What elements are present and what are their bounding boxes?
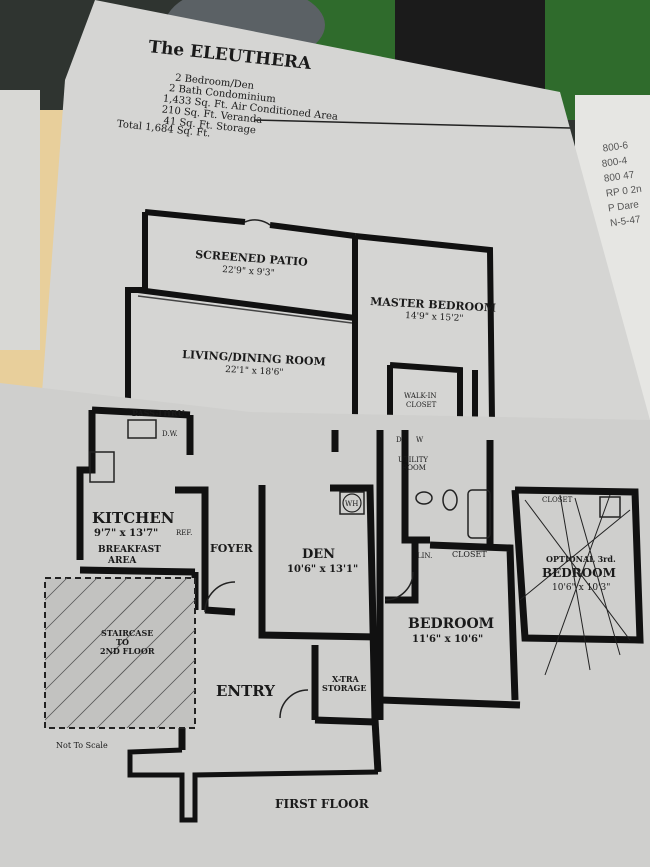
kitchen-sink: [127, 419, 157, 439]
foyer-label: FOYER: [210, 542, 254, 555]
staircase-label: STAIRCASE: [101, 628, 153, 638]
linen-label: LIN.: [417, 552, 432, 560]
optional-bedroom-label: BEDROOM: [542, 566, 616, 580]
bedroom-door-swing: [384, 571, 414, 601]
foyer-door-swing: [204, 581, 236, 613]
utility-room-label: ROOM: [402, 464, 426, 472]
walkin-closet-label: CLOSET: [406, 401, 437, 409]
white-paper-left: [0, 90, 40, 350]
water-heater: [339, 491, 365, 515]
spec-list: 2 Bedroom/Den 2 Bath Condominium 1,433 S…: [116, 73, 338, 140]
note-line: RP 0 2n: [605, 184, 642, 200]
den-name: DEN: [302, 547, 335, 562]
handwritten-note: 800-6 800-4 800 47 RP 0 2n P Dare N-5-47: [601, 140, 642, 229]
patio-size: 22'9" x 9'3": [222, 265, 275, 279]
optional-bedroom-size: 10'6" x 10'3": [552, 583, 610, 593]
dishwasher-label: D.W.: [162, 430, 178, 438]
kitchen-size: 9'7" x 13'7": [94, 528, 158, 539]
upper-floorplan-sheet: [40, 0, 650, 420]
closet-label: CLOSET: [452, 550, 487, 559]
water-heater-tank: [342, 493, 362, 513]
walkin-closet-label: WALK-IN: [404, 392, 437, 400]
optional-water-heater: [599, 496, 621, 518]
upper-plan-walls: [125, 209, 495, 421]
kitchen-range: [89, 451, 115, 483]
bedroom-size: 11'6" x 10'6": [412, 634, 483, 645]
title-rule: [254, 119, 571, 129]
staircase-hatch: [44, 577, 196, 729]
utility-room-label: UTILITY: [398, 456, 428, 464]
staircase-label: TO: [116, 637, 129, 647]
optional-closet-label: CLOSET: [542, 496, 573, 504]
lower-sheet-content: PASS-THRU D.W. KITCHEN 9'7" x 13'7" BREA…: [44, 406, 644, 823]
kitchen-name: KITCHEN: [92, 509, 175, 527]
pen-scribble: [519, 494, 631, 676]
entry-door-swing: [279, 689, 309, 719]
bathtub: [467, 489, 491, 539]
lower-plan-walls: [76, 406, 521, 773]
pass-thru-label: PASS-THRU: [132, 408, 184, 418]
entry-label: ENTRY: [216, 682, 275, 700]
breakfast-label: AREA: [107, 556, 137, 566]
first-floor-label: FIRST FLOOR: [275, 797, 370, 811]
note-line: 800-6: [602, 140, 629, 155]
dryer-label: D: [396, 436, 402, 444]
optional-bedroom-walls: [511, 486, 644, 644]
washer-label: W: [416, 436, 424, 444]
patio-door-swing: [244, 219, 271, 226]
note-line: 800-4: [601, 155, 628, 170]
xtra-storage-label: X-TRA: [332, 674, 360, 684]
note-line: 800 47: [603, 170, 635, 185]
bathroom-sink: [415, 491, 433, 505]
toilet: [442, 489, 458, 511]
entry-outline: [127, 747, 379, 823]
note-line: P Dare: [607, 199, 640, 214]
master-bedroom-size: 14'9" x 15'2": [405, 311, 464, 324]
staircase-label: 2ND FLOOR: [100, 646, 155, 656]
water-heater-label: WH: [345, 500, 358, 508]
xtra-storage-label: STORAGE: [322, 683, 366, 693]
not-to-scale-label: Not To Scale: [56, 741, 108, 750]
living-room-size: 22'1" x 18'6": [225, 365, 284, 378]
patio-screen-line: [137, 295, 353, 324]
note-line: N-5-47: [609, 214, 641, 229]
staircase-area: [44, 577, 196, 729]
upper-sheet-content: The ELEUTHERA 2 Bedroom/Den 2 Bath Condo…: [116, 37, 571, 421]
den-size: 10'6" x 13'1": [287, 564, 358, 575]
refrigerator-label: REF.: [176, 529, 192, 537]
breakfast-label: BREAKFAST: [98, 545, 161, 555]
bedroom-name: BEDROOM: [408, 616, 494, 632]
optional-bedroom-label: OPTIONAL 3rd.: [546, 554, 616, 564]
